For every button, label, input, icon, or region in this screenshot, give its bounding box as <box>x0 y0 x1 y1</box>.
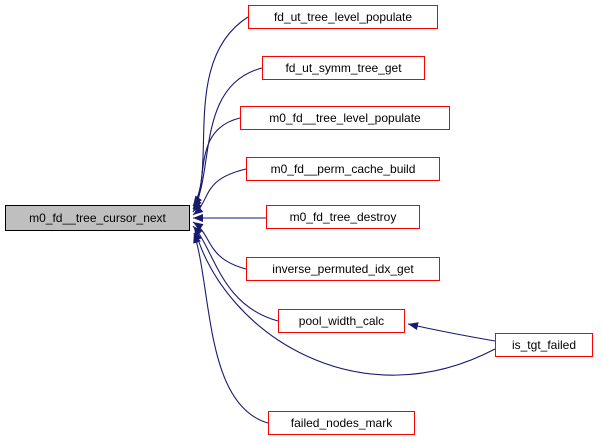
node-m0_fd_tree_destroy[interactable]: m0_fd_tree_destroy <box>266 205 420 229</box>
edge-is_tgt_failed-to-m0_fd__tree_cursor_next <box>193 229 496 376</box>
node-m0_fd__tree_cursor_next: m0_fd__tree_cursor_next <box>5 205 190 231</box>
node-inverse_permuted_idx_get[interactable]: inverse_permuted_idx_get <box>246 257 440 281</box>
edge-failed_nodes_mark-to-m0_fd__tree_cursor_next <box>193 232 269 424</box>
node-fd_ut_tree_level_populate[interactable]: fd_ut_tree_level_populate <box>248 5 438 29</box>
edge-m0_fd__tree_level_populate-to-m0_fd__tree_cursor_next <box>192 117 241 213</box>
node-is_tgt_failed[interactable]: is_tgt_failed <box>495 333 593 357</box>
node-failed_nodes_mark[interactable]: failed_nodes_mark <box>268 411 415 435</box>
edge-m0_fd__perm_cache_build-to-m0_fd__tree_cursor_next <box>192 168 247 216</box>
node-pool_width_calc[interactable]: pool_width_calc <box>278 309 405 333</box>
edge-is_tgt_failed-to-pool_width_calc <box>407 322 496 342</box>
node-m0_fd__tree_level_populate[interactable]: m0_fd__tree_level_populate <box>240 106 450 130</box>
node-m0_fd__perm_cache_build[interactable]: m0_fd__perm_cache_build <box>246 157 440 181</box>
node-fd_ut_symm_tree_get[interactable]: fd_ut_symm_tree_get <box>262 56 425 80</box>
